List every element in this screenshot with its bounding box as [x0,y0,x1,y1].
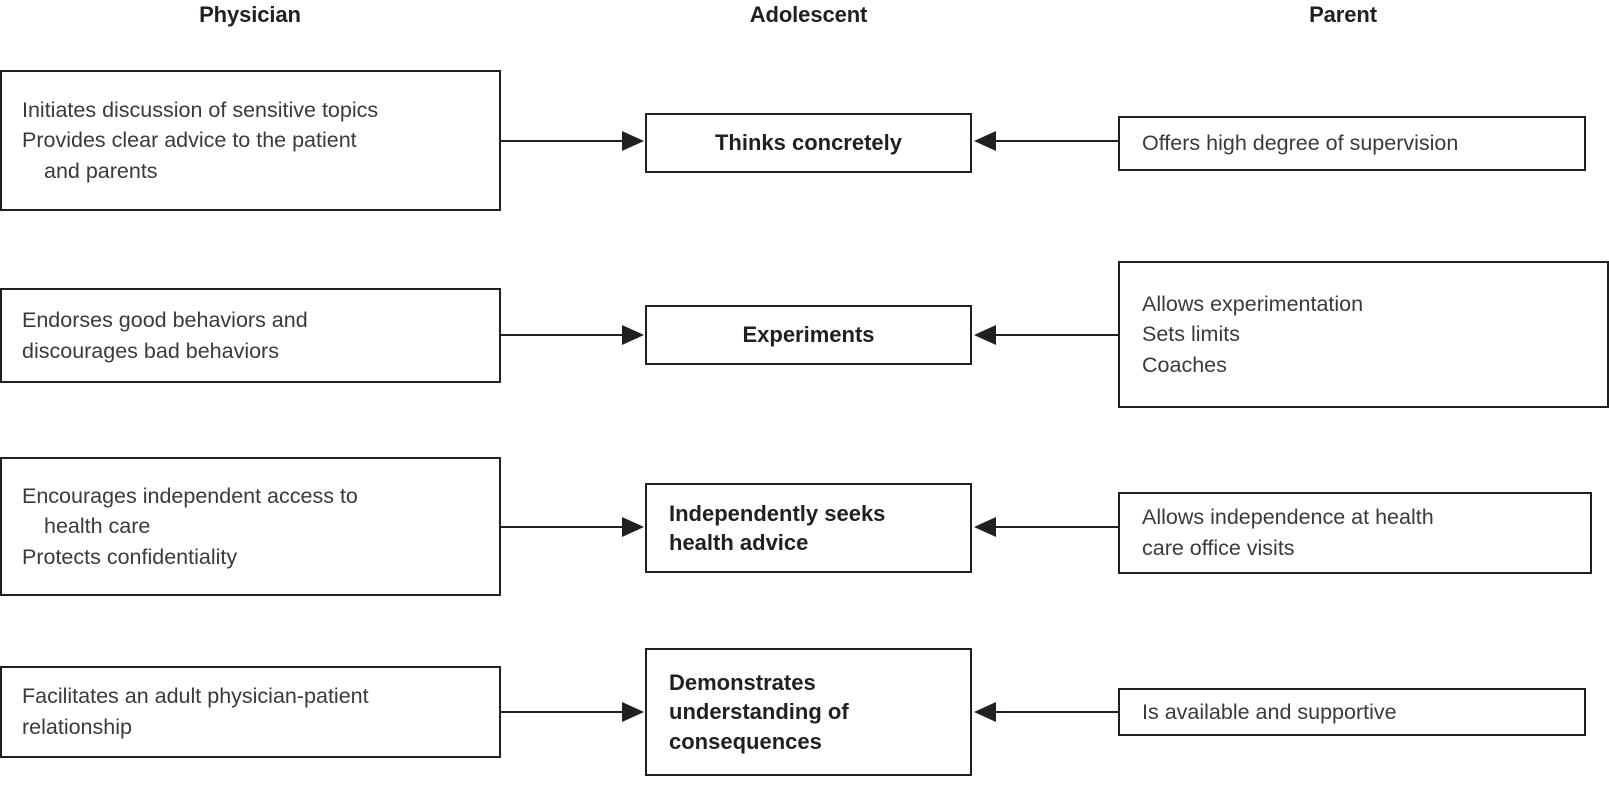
adolescent-box-row-1: Thinks concretely [645,113,972,173]
adolescent-box-row-4-line-3: consequences [669,728,822,754]
physician-box-row-2-line-2: discourages bad behaviors [22,338,279,363]
parent-box-row-1: Offers high degree of supervision [1118,116,1586,171]
connector-physician-row-2 [501,334,623,337]
parent-box-row-4-line-1: Is available and supportive [1142,699,1397,724]
physician-box-row-4-line-1: Facilitates an adult physician-patient [22,684,369,709]
column-header-physician: Physician [199,2,301,27]
adolescent-box-row-2: Experiments [645,305,972,365]
parent-box-row-3: Allows independence at health care offic… [1118,492,1592,574]
arrowhead-to-adolescent-row-2-from-parent [974,325,996,345]
parent-box-row-2-line-3: Coaches [1142,352,1227,377]
adolescent-box-row-3-line-1: Independently seeks [669,500,886,526]
column-header-parent: Parent [1309,2,1377,27]
physician-box-row-3-line-2: health care [44,514,151,539]
physician-box-row-4-line-2: relationship [22,715,132,739]
physician-box-row-1-line-3: and parents [44,158,158,183]
column-header-adolescent: Adolescent [749,2,868,27]
connector-parent-row-1 [995,140,1119,143]
connector-physician-row-1 [501,140,623,143]
adolescent-box-row-2-line-1: Experiments [742,322,875,348]
arrowhead-to-adolescent-row-4 [622,702,644,722]
arrowhead-to-adolescent-row-2 [622,325,644,345]
adolescent-box-row-3-line-2: health advice [669,530,809,555]
arrowhead-to-adolescent-row-1 [622,131,644,151]
parent-box-row-3-line-2: care office visits [1142,536,1295,560]
arrowhead-to-adolescent-row-1-from-parent [974,131,996,151]
physician-box-row-1: Initiates discussion of sensitive topics… [0,70,501,211]
parent-box-row-1-line-1: Offers high degree of supervision [1142,131,1459,156]
adolescent-box-row-1-line-1: Thinks concretely [714,130,903,156]
parent-box-row-4: Is available and supportive [1118,688,1586,736]
connector-parent-row-2 [995,334,1119,337]
physician-box-row-1-line-2: Provides clear advice to the patient [22,128,357,153]
physician-box-row-3-line-1: Encourages independent access to [22,483,358,508]
parent-box-row-2-line-2: Sets limits [1142,322,1240,347]
arrowhead-to-adolescent-row-3-from-parent [974,517,996,537]
physician-box-row-1-line-1: Initiates discussion of sensitive topics [22,97,379,122]
connector-parent-row-3 [995,526,1119,529]
physician-box-row-3: Encourages independent access to health … [0,457,501,596]
adolescent-box-row-4: Demonstrates understanding of consequenc… [645,648,972,776]
physician-box-row-4: Facilitates an adult physician-patient r… [0,666,501,758]
parent-box-row-2: Allows experimentation Sets limits Coach… [1118,261,1609,408]
physician-box-row-3-line-3: Protects confidentiality [22,544,238,569]
parent-box-row-2-line-1: Allows experimentation [1142,291,1364,316]
parent-box-row-3-line-1: Allows independence at health [1142,505,1434,530]
arrowhead-to-adolescent-row-3 [622,517,644,537]
connector-physician-row-3 [501,526,623,529]
arrowhead-to-adolescent-row-4-from-parent [974,702,996,722]
adolescent-box-row-4-line-2: understanding of [669,699,849,725]
physician-box-row-2-line-1: Endorses good behaviors and [22,307,308,332]
physician-box-row-2: Endorses good behaviors and discourages … [0,288,501,383]
connector-parent-row-4 [995,711,1119,714]
connector-physician-row-4 [501,711,623,714]
adolescent-box-row-4-line-1: Demonstrates [669,670,816,696]
adolescent-box-row-3: Independently seeks health advice [645,483,972,573]
